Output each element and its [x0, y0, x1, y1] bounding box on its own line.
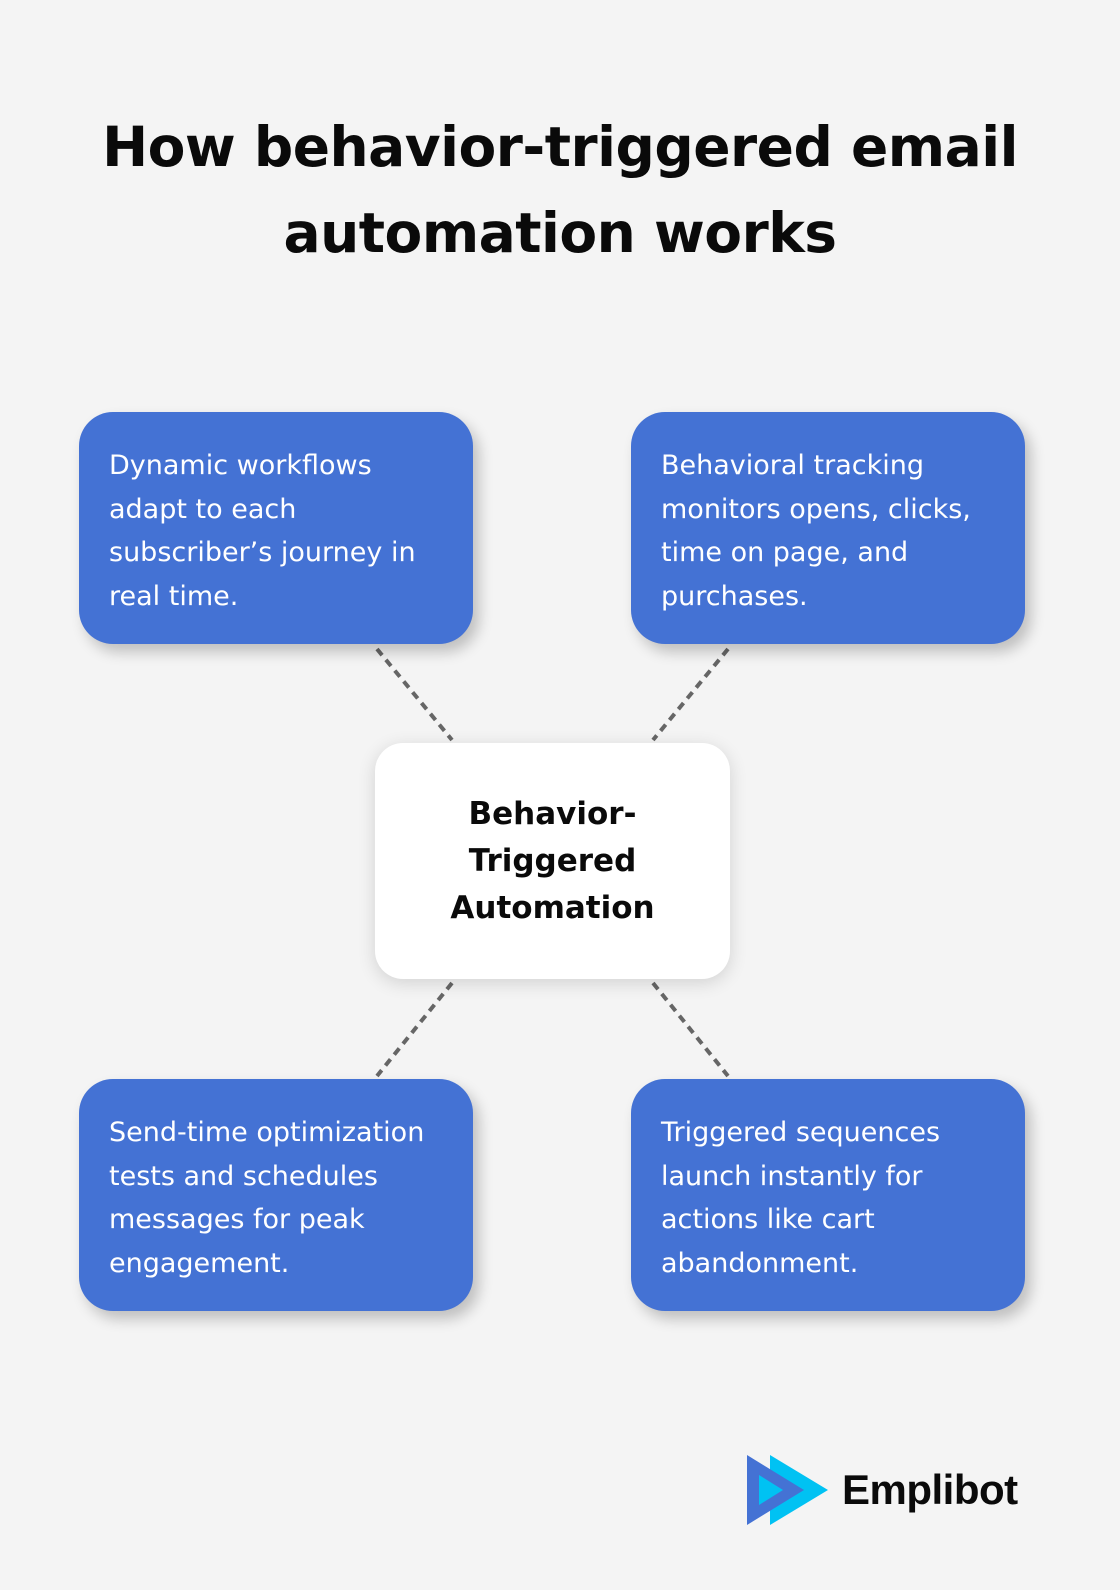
title-line-2: automation works: [283, 201, 837, 265]
card-top-right: Behavioral tracking monitors opens, clic…: [631, 412, 1025, 644]
connector-top-right: [651, 647, 730, 742]
card-bottom-right: Triggered sequences launch instantly for…: [631, 1079, 1025, 1311]
card-bottom-left: Send-time optimization tests and schedul…: [79, 1079, 473, 1311]
center-node: Behavior-Triggered Automation: [375, 743, 730, 979]
connector-bottom-left: [375, 981, 454, 1078]
connector-bottom-right: [651, 981, 730, 1078]
diagram-title: How behavior-triggered email automation …: [0, 104, 1120, 276]
title-line-1: How behavior-triggered email: [102, 115, 1018, 179]
brand-name: Emplibot: [842, 1466, 1018, 1513]
card-text: Triggered sequences launch instantly for…: [661, 1117, 941, 1279]
card-text: Dynamic workflows adapt to each subscrib…: [109, 450, 416, 612]
brand-logo: Emplibot: [746, 1455, 1018, 1525]
card-text: Behavioral tracking monitors opens, clic…: [661, 450, 971, 612]
center-label: Behavior-Triggered Automation: [450, 795, 655, 926]
card-top-left: Dynamic workflows adapt to each subscrib…: [79, 412, 473, 644]
play-arrows-icon: [747, 1455, 828, 1525]
card-text: Send-time optimization tests and schedul…: [109, 1117, 425, 1279]
connector-top-left: [375, 647, 454, 742]
